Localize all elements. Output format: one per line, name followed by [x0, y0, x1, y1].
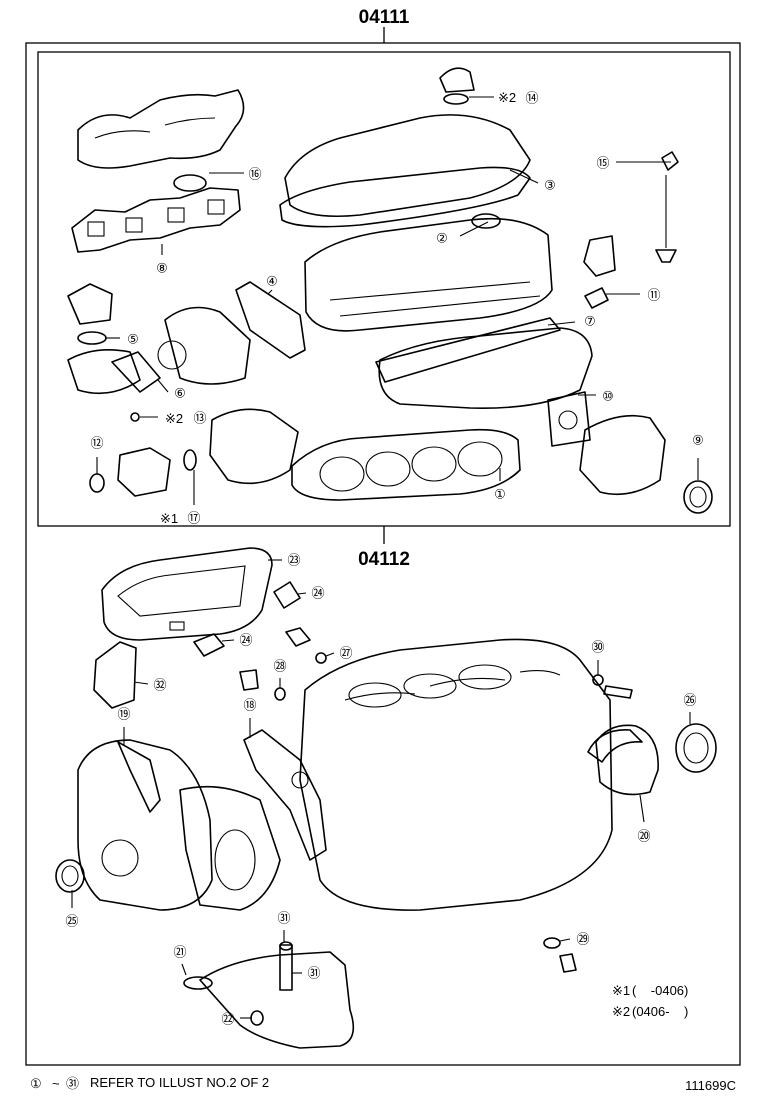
- group-label-04111: 04111: [359, 7, 410, 28]
- callout-6[interactable]: ⑥: [174, 386, 186, 401]
- part-sketches-lower: [55, 547, 717, 1049]
- callout-11[interactable]: ⑪: [647, 288, 660, 303]
- callout-10[interactable]: ⑩: [602, 389, 614, 404]
- callout-15[interactable]: ⑮: [596, 156, 609, 171]
- group-label-04112: 04112: [358, 549, 410, 570]
- callout-5[interactable]: ⑤: [127, 332, 139, 347]
- callout-29[interactable]: ㉙: [576, 932, 589, 947]
- callout-19[interactable]: ⑲: [117, 707, 130, 722]
- note-mark-13: ※2: [165, 411, 183, 426]
- callout-30[interactable]: ㉚: [591, 640, 604, 655]
- callout-3[interactable]: ③: [544, 178, 556, 193]
- legend-note1-range: ( -0406): [632, 983, 688, 998]
- outer-frame: [25, 42, 741, 1066]
- leader-lines: [71, 96, 699, 1019]
- callout-32[interactable]: ㉜: [153, 678, 166, 693]
- callout-18[interactable]: ⑱: [243, 698, 256, 713]
- callout-8[interactable]: ⑧: [156, 261, 168, 276]
- callout-1[interactable]: ①: [494, 487, 506, 502]
- footer-tilde: ~: [52, 1076, 60, 1091]
- callout-16[interactable]: ⑯: [248, 167, 261, 182]
- footer-refer-start: ①: [30, 1076, 42, 1091]
- callout-23[interactable]: ㉓: [287, 553, 300, 568]
- callout-24a[interactable]: ㉔: [311, 586, 324, 601]
- illustration-number: 111699C: [685, 1078, 736, 1093]
- footer: ① ~ ㉛ REFER TO ILLUST NO.2 OF 2 111699C: [30, 1075, 736, 1093]
- callout-4[interactable]: ④: [266, 274, 278, 289]
- callout-20[interactable]: ⑳: [637, 829, 650, 844]
- callout-25[interactable]: ㉕: [65, 914, 78, 929]
- callout-7[interactable]: ⑦: [584, 314, 596, 329]
- callout-14[interactable]: ⑭: [525, 91, 538, 106]
- footer-refer-text: REFER TO ILLUST NO.2 OF 2: [90, 1075, 269, 1090]
- callout-31b[interactable]: ㉛: [307, 966, 320, 981]
- callout-27[interactable]: ㉗: [339, 646, 352, 661]
- part-sketches-upper: [67, 67, 713, 514]
- callout-31a[interactable]: ㉛: [277, 911, 290, 926]
- note-mark-17: ※1: [160, 511, 178, 526]
- callout-26[interactable]: ㉖: [683, 693, 696, 708]
- group-04111-frame: [37, 51, 731, 527]
- callout-12[interactable]: ⑫: [90, 436, 103, 451]
- legend-note1-mark: ※1: [612, 983, 630, 998]
- callout-21[interactable]: ㉑: [173, 945, 186, 960]
- callout-13[interactable]: ⑬: [193, 411, 206, 426]
- callouts: ① ② ③ ④ ⑤ ⑥ ⑦ ⑧ ⑨ ⑩ ⑪ ⑫ ⑬ ⑭ ⑮ ⑯ ⑰ ⑱ ⑲ ⑳ …: [65, 91, 703, 1027]
- callout-2[interactable]: ②: [436, 231, 448, 246]
- callout-22[interactable]: ㉒: [221, 1012, 234, 1027]
- callout-9[interactable]: ⑨: [692, 433, 704, 448]
- callout-17[interactable]: ⑰: [187, 511, 200, 526]
- footer-refer-end: ㉛: [66, 1076, 79, 1091]
- callout-28[interactable]: ㉘: [273, 659, 286, 674]
- note-mark-14: ※2: [498, 90, 516, 105]
- legend-note2-mark: ※2: [612, 1004, 630, 1019]
- legend: ※1 ( -0406) ※2 (0406- ): [612, 983, 688, 1019]
- callout-24b[interactable]: ㉔: [239, 633, 252, 648]
- legend-note2-range: (0406- ): [632, 1004, 688, 1019]
